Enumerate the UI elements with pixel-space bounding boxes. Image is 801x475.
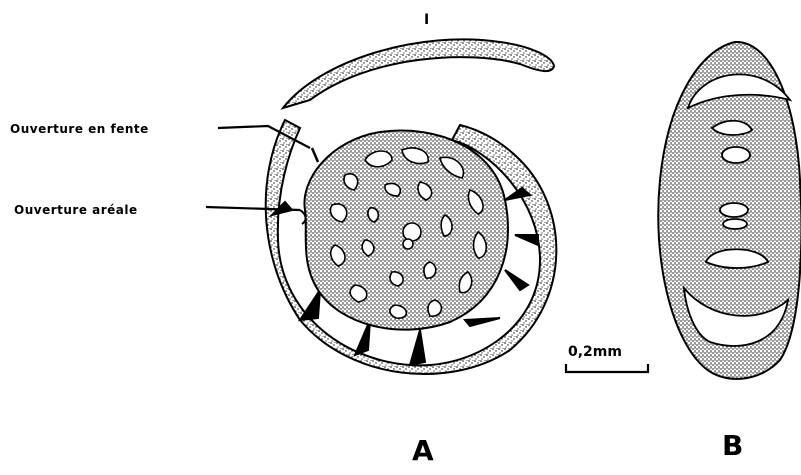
outer-wall-arc (283, 39, 554, 108)
scale-bar-label: 0,2mm (568, 344, 622, 360)
panel-label-b: B (722, 429, 743, 462)
specimen-b-drawing (658, 42, 801, 379)
specimen-a-drawing (266, 39, 557, 374)
label-areal-aperture: Ouverture aréale (14, 203, 138, 217)
scale-bar: 0,2mm (566, 344, 648, 372)
scale-bar-line (566, 364, 648, 372)
panel-label-a: A (412, 434, 434, 467)
top-mark: I (424, 12, 429, 28)
label-slit-aperture: Ouverture en fente (10, 122, 149, 136)
aperture-slit-mark (312, 148, 318, 162)
